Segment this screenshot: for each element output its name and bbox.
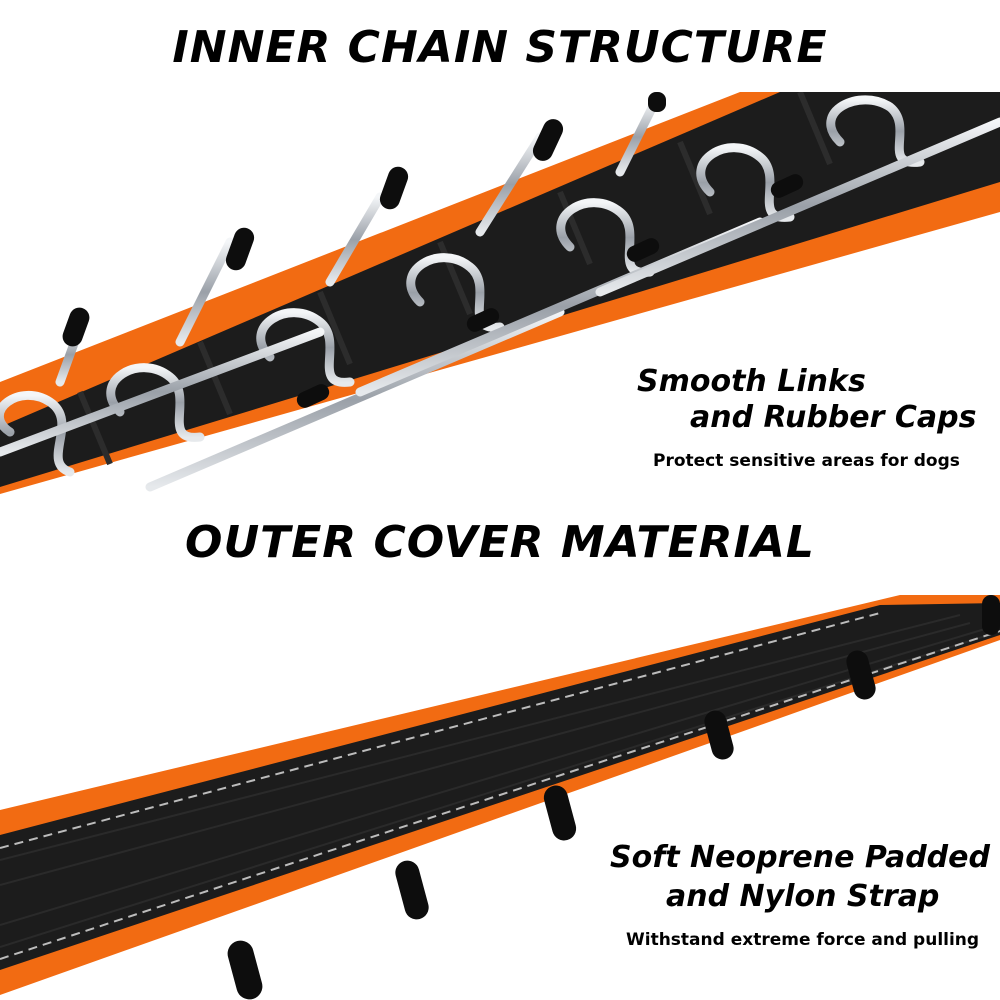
padded-strap-illustration [0, 595, 1000, 1000]
chain-callout-line1: Smooth Links [637, 364, 866, 399]
rubber-caps [62, 92, 804, 408]
chain-links [0, 95, 1000, 492]
chain-photo-panel [0, 92, 1000, 494]
cover-callout-line2: and Nylon Strap [666, 879, 940, 914]
heading-outer-cover: OUTER COVER MATERIAL [185, 517, 815, 568]
nylon-strap [0, 603, 1000, 970]
chain-callout-subtitle: Protect sensitive areas for dogs [653, 451, 960, 471]
heading-inner-chain: INNER CHAIN STRUCTURE [172, 22, 828, 73]
chain-collar-illustration [0, 92, 1000, 494]
chain-callout-line2: and Rubber Caps [690, 400, 977, 435]
cover-callout-subtitle: Withstand extreme force and pulling [626, 930, 980, 950]
cover-photo-panel [0, 595, 1000, 1000]
prong-tips [227, 595, 1000, 1000]
inner-lining [0, 92, 1000, 487]
reflective-stitching [0, 612, 1000, 960]
cover-callout-line1: Soft Neoprene Padded [610, 840, 990, 875]
